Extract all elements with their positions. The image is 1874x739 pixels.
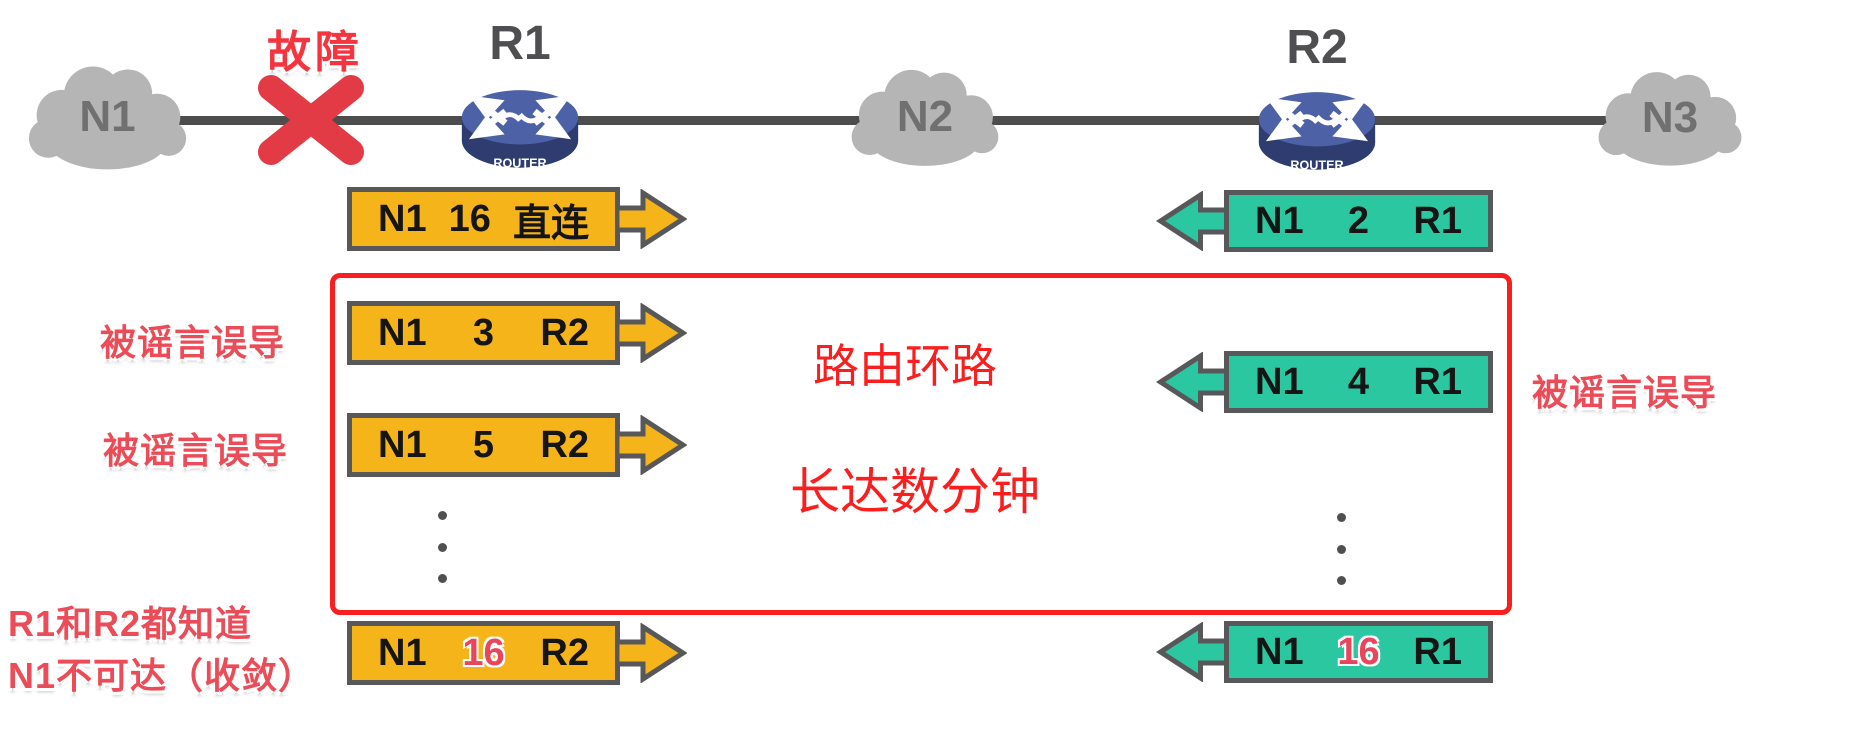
- ellipsis-dot: [1337, 513, 1346, 522]
- arrow-right-icon: [617, 623, 687, 683]
- router-r2-icon: ROUTER: [1258, 92, 1376, 173]
- advert-metric-infinity: 16: [462, 631, 505, 674]
- network-cloud-n2: N2: [848, 62, 1002, 172]
- advert-metric: 3: [472, 311, 495, 354]
- route-advert-box: N1 3 R2: [347, 301, 620, 365]
- r1-advert-row2: N1 3 R2: [347, 301, 687, 365]
- advert-nexthop: R2: [540, 311, 589, 354]
- misled-label-right: 被谣言误导: [1532, 372, 1718, 413]
- advert-nexthop: 直连: [512, 202, 589, 245]
- advert-nexthop: R1: [1413, 360, 1462, 403]
- advert-metric: 16: [448, 197, 491, 240]
- r2-advert-row2: N1 4 R1: [1156, 351, 1493, 413]
- advert-dest: N1: [378, 631, 427, 674]
- converged-label-line1: R1和R2都知道: [8, 603, 253, 644]
- advert-metric: 4: [1347, 360, 1370, 403]
- misled-label-left-bottom: 被谣言误导: [103, 430, 289, 471]
- advert-dest: N1: [378, 197, 427, 240]
- router-r2-caption: ROUTER: [1290, 159, 1343, 173]
- advert-dest: N1: [378, 311, 427, 354]
- ellipsis-dot: [438, 511, 447, 520]
- advert-nexthop: R2: [540, 423, 589, 466]
- advert-dest: N1: [1255, 199, 1304, 242]
- advert-dest: N1: [378, 423, 427, 466]
- advert-metric-infinity: 16: [1337, 630, 1380, 673]
- arrow-right-icon: [617, 189, 687, 249]
- router-r1-icon: ROUTER: [461, 90, 579, 171]
- route-advert-box: N1 4 R1: [1224, 351, 1493, 413]
- cloud-icon: [851, 69, 999, 166]
- network-cloud-n1: N1: [25, 58, 190, 176]
- advert-nexthop: R1: [1413, 199, 1462, 242]
- r2-advert-row1: N1 2 R1: [1156, 190, 1493, 252]
- r1-advert-row3: N1 5 R2: [347, 413, 687, 477]
- cloud-label-n3: N3: [1641, 93, 1699, 142]
- advert-metric: 2: [1347, 199, 1370, 242]
- ellipsis-dot: [1337, 576, 1346, 585]
- route-advert-box: N1 2 R1: [1224, 190, 1493, 252]
- cloud-label-n2: N2: [896, 92, 954, 141]
- loop-caption-line2: 长达数分钟: [790, 464, 1040, 520]
- advert-dest: N1: [1255, 360, 1304, 403]
- r1-advert-final: N1 16 R2: [347, 621, 687, 685]
- ellipsis-dot: [438, 543, 447, 552]
- failure-x-icon: [258, 75, 364, 165]
- converged-label-line2: N1不可达（收敛）: [8, 655, 316, 696]
- failure-label: 故障: [267, 28, 363, 77]
- route-advert-box: N1 5 R2: [347, 413, 620, 477]
- router-r1-label: R1: [489, 17, 551, 70]
- arrow-left-icon: [1156, 191, 1227, 251]
- advert-metric: 5: [472, 423, 495, 466]
- network-cloud-n3: N3: [1595, 62, 1745, 174]
- arrow-left-icon: [1156, 352, 1227, 412]
- cloud-label-n1: N1: [79, 92, 136, 141]
- ellipsis-dot: [1337, 545, 1346, 554]
- route-advert-box: N1 16 直连: [347, 187, 620, 251]
- routing-loop-frame: [330, 273, 1512, 615]
- r1-advert-row1: N1 16 直连: [347, 187, 687, 251]
- arrow-left-icon: [1156, 622, 1227, 682]
- misled-label-left-top: 被谣言误导: [100, 322, 286, 363]
- router-r2-label: R2: [1286, 21, 1348, 74]
- router-r1-caption: ROUTER: [493, 157, 546, 171]
- advert-dest: N1: [1255, 630, 1304, 673]
- cloud-icon: [28, 66, 187, 170]
- arrow-right-icon: [617, 415, 687, 475]
- route-advert-box: N1 16 R2: [347, 621, 620, 685]
- route-advert-box: N1 16 R1: [1224, 621, 1493, 683]
- advert-nexthop: R1: [1413, 630, 1462, 673]
- ellipsis-dot: [438, 574, 447, 583]
- loop-caption-line1: 路由环路: [813, 340, 997, 392]
- cloud-icon: [1598, 72, 1742, 166]
- arrow-right-icon: [617, 303, 687, 363]
- r2-advert-final: N1 16 R1: [1156, 621, 1493, 683]
- advert-nexthop: R2: [540, 631, 589, 674]
